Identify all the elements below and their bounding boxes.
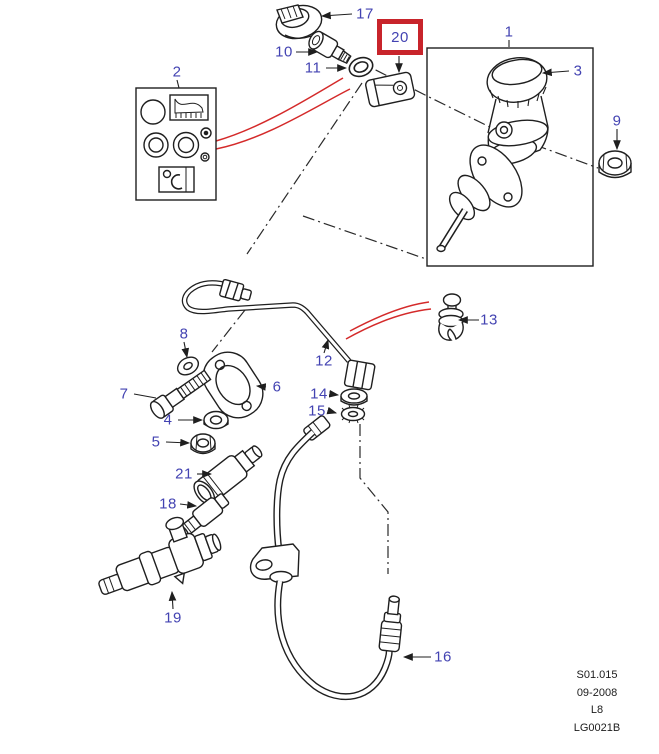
callout-9[interactable]: 9 [612,112,622,130]
callout-17[interactable]: 17 [356,5,374,23]
callout-11[interactable]: 11 [304,59,322,77]
part-8-art [176,356,200,376]
callout-13[interactable]: 13 [480,311,498,329]
part-14-art [340,388,368,406]
callout-21[interactable]: 21 [175,465,193,483]
callout-1[interactable]: 1 [504,23,514,41]
callout-15[interactable]: 15 [308,402,326,420]
plate-codes: S01.015 09-2008 L8 LG0021B [553,667,641,737]
callout-12[interactable]: 12 [315,352,333,370]
part-20-art [365,71,416,108]
reference-arcs-clip [345,301,432,340]
part-15-art [340,404,366,424]
callout-4[interactable]: 4 [163,411,173,429]
callout-19[interactable]: 19 [164,609,182,627]
part-17-art [275,4,323,40]
callout-20[interactable]: 20 [391,28,409,46]
callout-18[interactable]: 18 [159,495,177,513]
part-6-art [202,351,264,419]
callout-5[interactable]: 5 [151,433,161,451]
reference-arcs-kit [215,77,351,150]
leader-lines [133,11,621,661]
part-16-art [249,415,403,701]
plate-code-line: LG0021B [573,721,621,734]
callout-7[interactable]: 7 [119,385,129,403]
part-2-art [135,87,217,201]
callout-14[interactable]: 14 [310,385,328,403]
plate-code-line: L8 [590,704,604,717]
highlight-box-20[interactable]: 20 [377,19,423,55]
callout-16[interactable]: 16 [434,648,452,666]
part-1-frame [426,47,594,267]
part-19-art [98,516,222,595]
part-13-art [438,293,464,341]
part-4-art [203,410,229,430]
plate-code-line: 09-2008 [576,686,618,699]
callout-3[interactable]: 3 [573,62,583,80]
part-11-art [348,56,374,78]
part-9-art [598,150,632,179]
part-7-art [149,369,212,419]
callout-6[interactable]: 6 [272,378,282,396]
callout-2[interactable]: 2 [172,63,182,81]
part-5-art [190,433,216,455]
master-cylinder-art [436,57,549,253]
plate-code-line: S01.015 [576,669,618,681]
callout-10[interactable]: 10 [275,43,293,61]
callout-8[interactable]: 8 [179,325,189,343]
part-12-art [181,278,376,391]
